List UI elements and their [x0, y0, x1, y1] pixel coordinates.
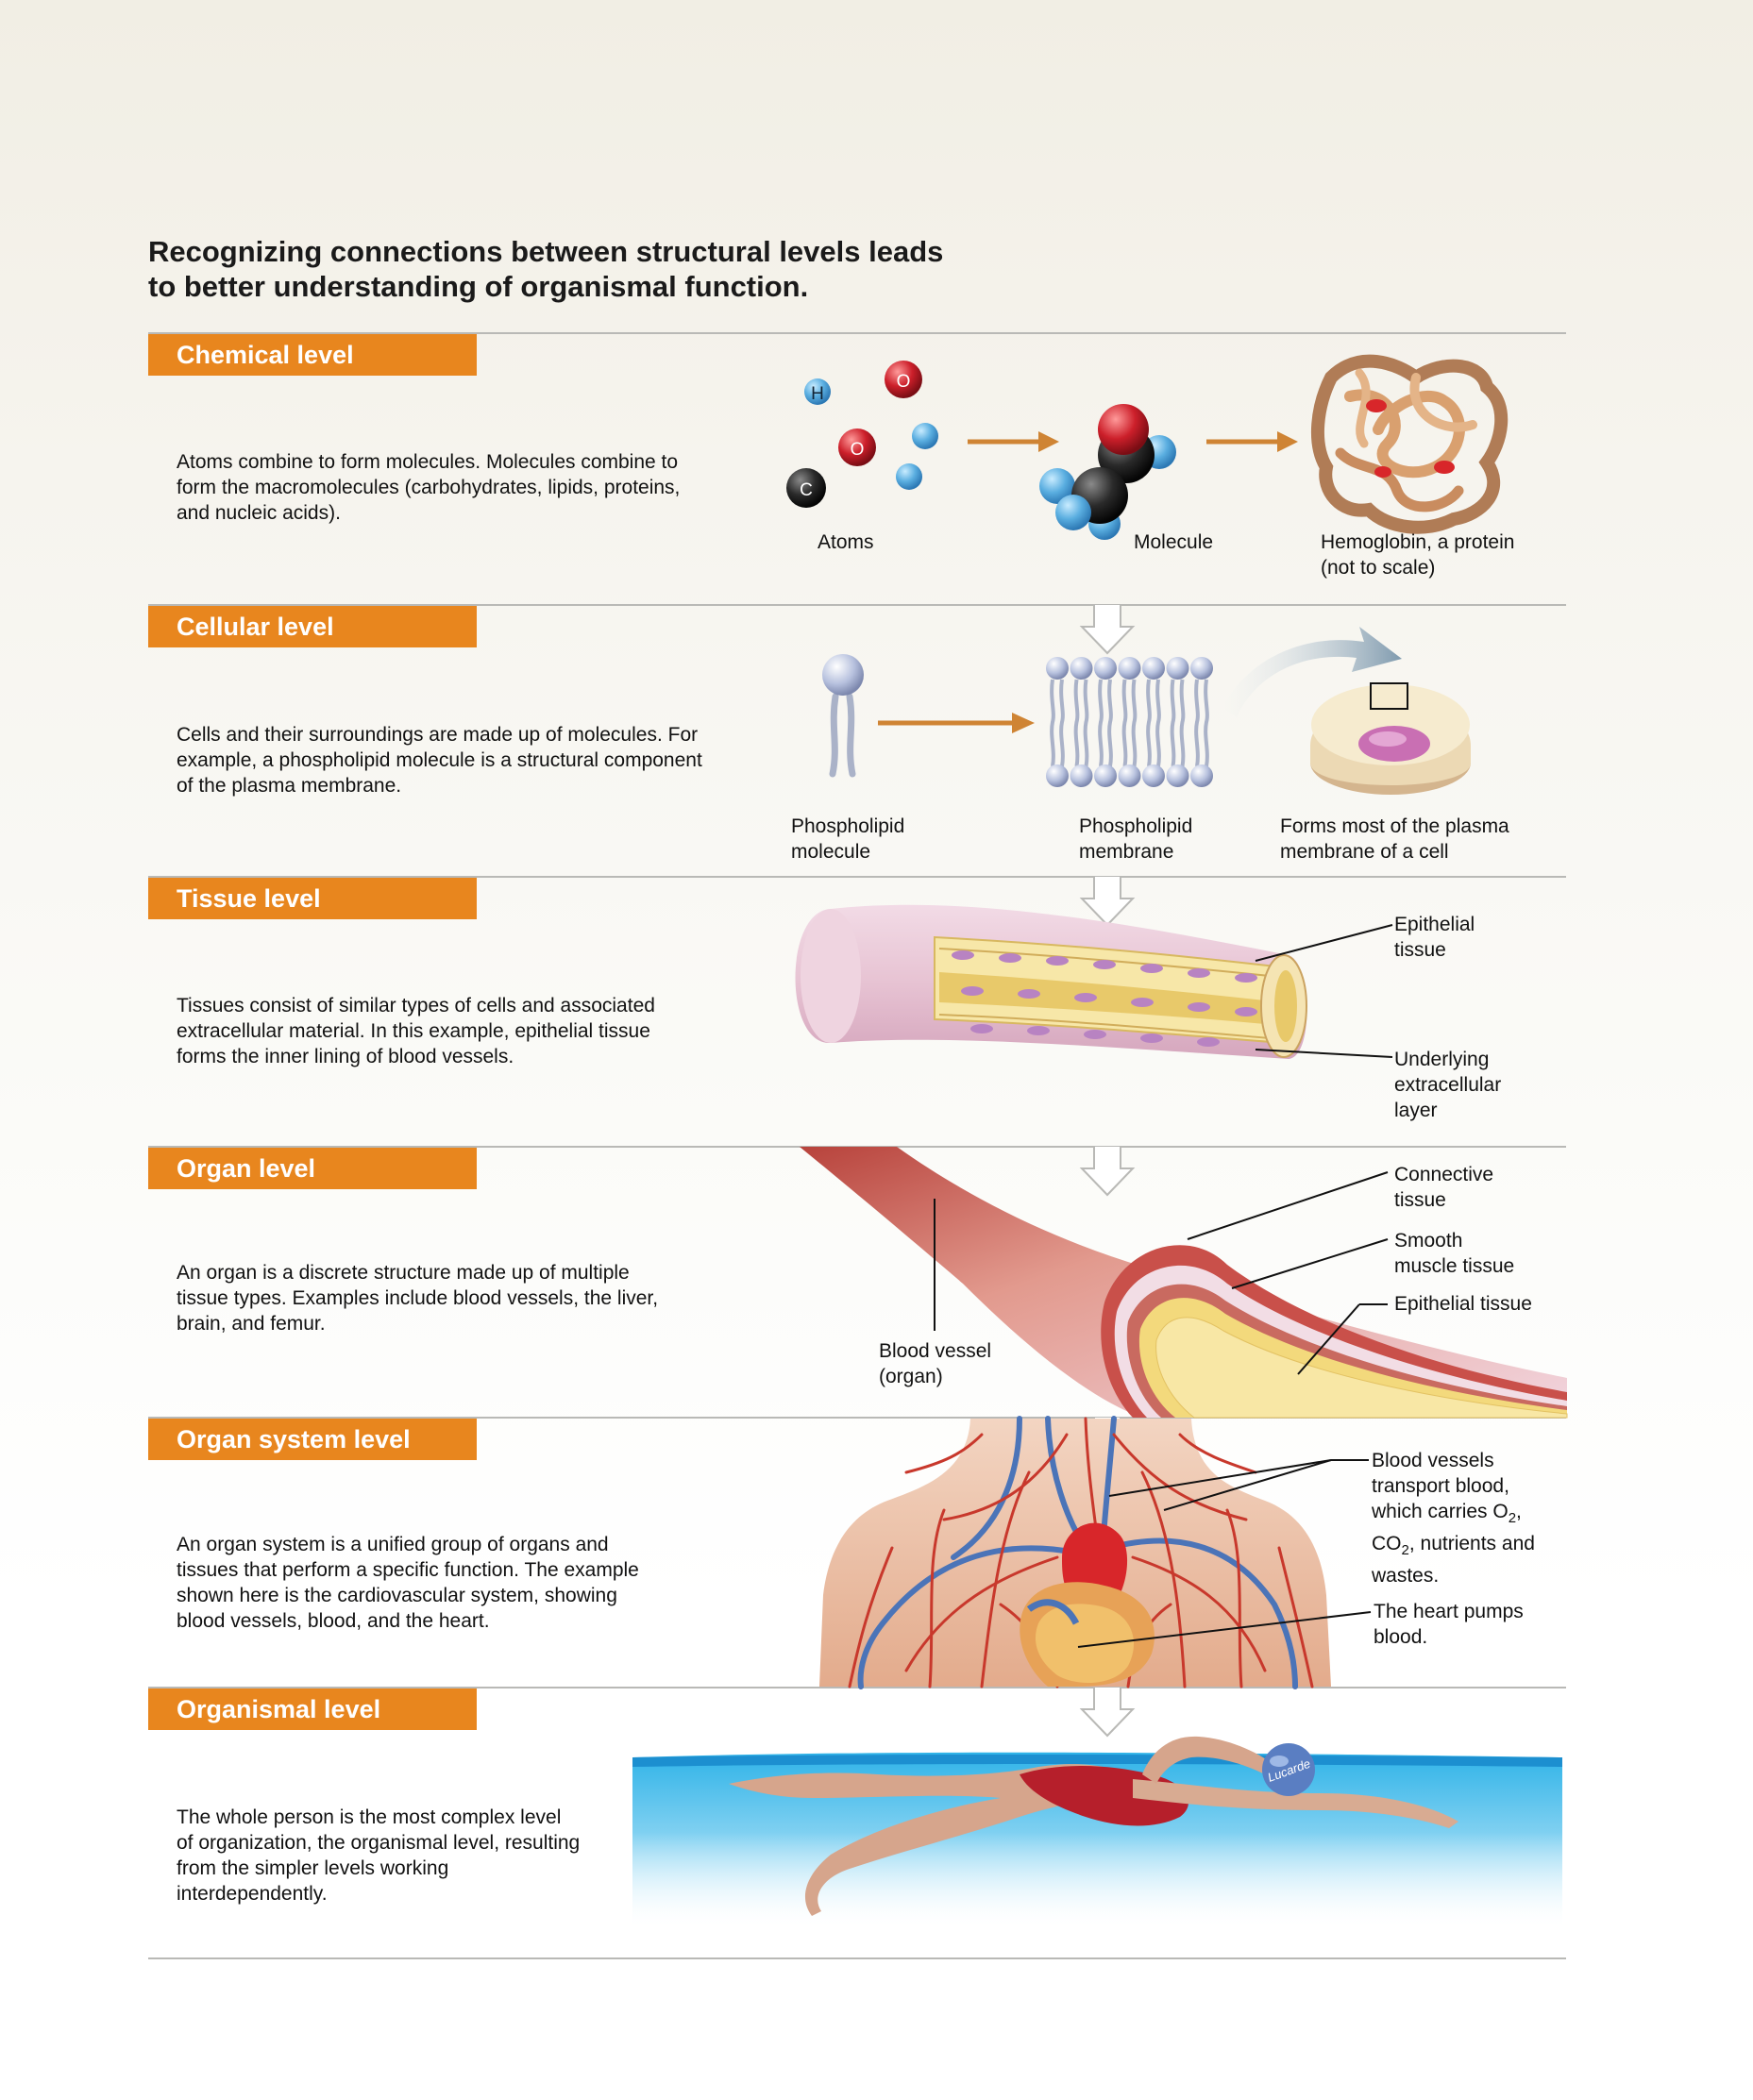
level-tag-organismal: Organismal level [148, 1688, 477, 1730]
swimmer-illustration [632, 1736, 1562, 1930]
leader-line [1077, 1611, 1372, 1648]
leader-line [1231, 1238, 1389, 1289]
atom-symbol-o: O [897, 372, 911, 392]
hemoglobin-illustration [1311, 354, 1509, 534]
blood-vessel-tissue-illustration [795, 904, 1307, 1059]
leader-line [1255, 1049, 1393, 1058]
molecule-illustration [1039, 404, 1176, 540]
divider [148, 1687, 1566, 1688]
atom-symbol-o: O [851, 440, 865, 460]
leader-line [1163, 1459, 1332, 1511]
hydrogen-atom [896, 463, 922, 490]
organ-epithelial-label: Epithelial tissue [1394, 1293, 1532, 1315]
down-arrow-icon [1079, 877, 1136, 927]
leader-line [1187, 1171, 1389, 1240]
oxygen-atom [885, 361, 922, 398]
divider [148, 332, 1566, 334]
phospholipid-membrane-illustration [1046, 657, 1213, 787]
smooth-muscle-label: Smooth muscle tissue [1394, 1230, 1515, 1277]
atom-symbol-h: H [811, 384, 824, 404]
cellular-description: Cells and their surroundings are made up… [177, 724, 702, 797]
leader-line [1108, 1459, 1332, 1497]
organismal-description: The whole person is the most complex lev… [177, 1806, 581, 1905]
down-arrow-icon [1079, 1688, 1136, 1738]
level-tag-cellular: Cellular level [148, 606, 477, 647]
hydrogen-atom [912, 423, 938, 449]
level-tag-tissue: Tissue level [148, 878, 477, 919]
tissue-description: Tissues consist of similar types of cell… [177, 995, 655, 1067]
hydrogen-atom [804, 378, 831, 405]
epithelial-tissue-label: Epithelial tissue [1394, 914, 1475, 961]
curved-arrow-icon [1222, 627, 1402, 717]
level-tag-organ: Organ level [148, 1148, 477, 1189]
heart-pumps-label: The heart pumps blood. [1374, 1601, 1524, 1648]
level-tag-organ-system: Organ system level [148, 1419, 477, 1460]
divider [148, 1417, 1566, 1419]
leader-line [1297, 1303, 1360, 1375]
chemical-description: Atoms combine to form molecules. Molecul… [177, 451, 681, 524]
phospholipid-molecule-illustration [822, 654, 864, 778]
hemoglobin-label: Hemoglobin, a protein (not to scale) [1321, 531, 1515, 579]
blood-vessels-transport-label: Blood vessels transport blood, which car… [1372, 1450, 1535, 1588]
cell-illustration [1310, 682, 1471, 795]
arrow-atoms-to-molecule [968, 431, 1059, 452]
extracellular-layer-label: Underlying extracellular layer [1394, 1049, 1502, 1121]
arrow-molecule-to-membrane [878, 713, 1035, 733]
level-tag-chemical: Chemical level [148, 334, 477, 376]
carbon-atom [786, 468, 826, 508]
oxygen-atom [838, 428, 876, 466]
atom-symbol-c: C [800, 480, 813, 500]
atoms-illustration [786, 361, 938, 508]
arrow-molecule-to-protein [1206, 431, 1298, 452]
blood-vessel-organ-label: Blood vessel (organ) [879, 1340, 992, 1387]
phospholipid-membrane-label: Phospholipid membrane [1079, 815, 1193, 863]
organ-description: An organ is a discrete structure made up… [177, 1262, 659, 1335]
zoom-box [1370, 682, 1408, 710]
page-title: Recognizing connections between structur… [148, 234, 943, 304]
title-line-1: Recognizing connections between structur… [148, 235, 944, 268]
blood-vessel-organ-illustration [800, 1147, 1568, 1419]
leader-line [1255, 924, 1393, 962]
down-arrow-icon [1079, 1147, 1136, 1197]
divider [148, 1957, 1566, 1959]
plasma-membrane-label: Forms most of the plasma membrane of a c… [1280, 815, 1509, 863]
cardiovascular-system-illustration [819, 1416, 1331, 1689]
connective-tissue-label: Connective tissue [1394, 1164, 1494, 1211]
title-line-2: to better understanding of organismal fu… [148, 270, 809, 303]
molecule-label: Molecule [1134, 531, 1214, 553]
divider [148, 876, 1566, 878]
organ-system-description: An organ system is a unified group of or… [177, 1534, 639, 1632]
phospholipid-molecule-label: Phospholipid molecule [791, 815, 905, 863]
divider [148, 604, 1566, 606]
atoms-label: Atoms [818, 531, 874, 553]
down-arrow-icon [1079, 605, 1136, 655]
